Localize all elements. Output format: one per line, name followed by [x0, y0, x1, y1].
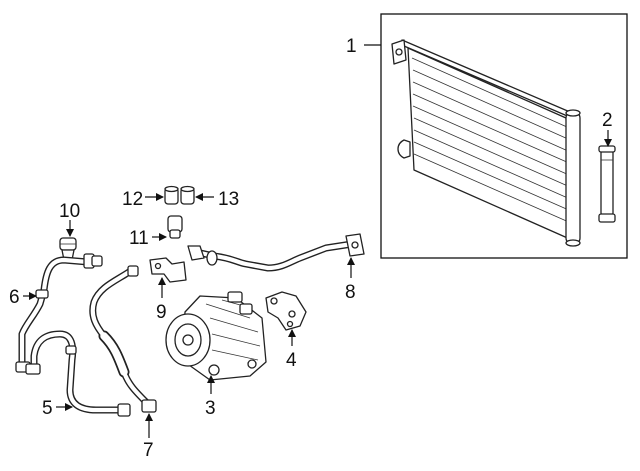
callout-6[interactable]: 6	[9, 287, 37, 308]
callout-label-1: 1	[346, 36, 357, 57]
compressor-illustration[interactable]	[165, 291, 267, 381]
callout-10[interactable]: 10	[59, 201, 80, 237]
suction-line-illustration[interactable]	[15, 253, 103, 373]
condenser-inset-frame	[380, 13, 628, 259]
callout-label-8: 8	[345, 282, 356, 303]
callout-7[interactable]: 7	[143, 413, 154, 461]
callout-label-9: 9	[156, 302, 167, 323]
discharge-hose-illustration[interactable]	[187, 233, 365, 272]
callout-5[interactable]: 5	[42, 398, 73, 419]
callout-4[interactable]: 4	[286, 329, 297, 371]
callout-1[interactable]: 1	[346, 36, 381, 57]
cap-illustration-12[interactable]	[164, 185, 179, 205]
callout-label-2: 2	[602, 110, 613, 131]
mounting-bracket-illustration[interactable]	[265, 291, 307, 331]
callout-12[interactable]: 12	[122, 189, 164, 210]
callout-label-10: 10	[59, 201, 80, 222]
hose-clip-illustration[interactable]	[149, 257, 187, 283]
cap-illustration-13[interactable]	[180, 185, 195, 205]
callout-label-5: 5	[42, 398, 53, 419]
callout-label-13: 13	[218, 189, 239, 210]
callout-label-12: 12	[122, 189, 143, 210]
callout-label-3: 3	[205, 398, 216, 419]
callout-11[interactable]: 11	[129, 228, 167, 249]
condenser-illustration[interactable]	[391, 39, 581, 247]
callout-label-7: 7	[143, 440, 154, 461]
callout-13[interactable]: 13	[195, 189, 239, 210]
callout-3[interactable]: 3	[205, 375, 216, 419]
callout-label-6: 6	[9, 287, 20, 308]
callout-label-11: 11	[129, 228, 149, 249]
callout-8[interactable]: 8	[345, 257, 356, 303]
callout-label-4: 4	[286, 350, 297, 371]
callout-9[interactable]: 9	[156, 277, 167, 323]
drier-cartridge-illustration[interactable]	[598, 145, 616, 223]
service-valve-illustration[interactable]	[167, 215, 183, 239]
suction-hose-illustration[interactable]	[89, 265, 157, 413]
callout-2[interactable]: 2	[602, 110, 613, 147]
liquid-line-illustration[interactable]	[25, 330, 131, 417]
